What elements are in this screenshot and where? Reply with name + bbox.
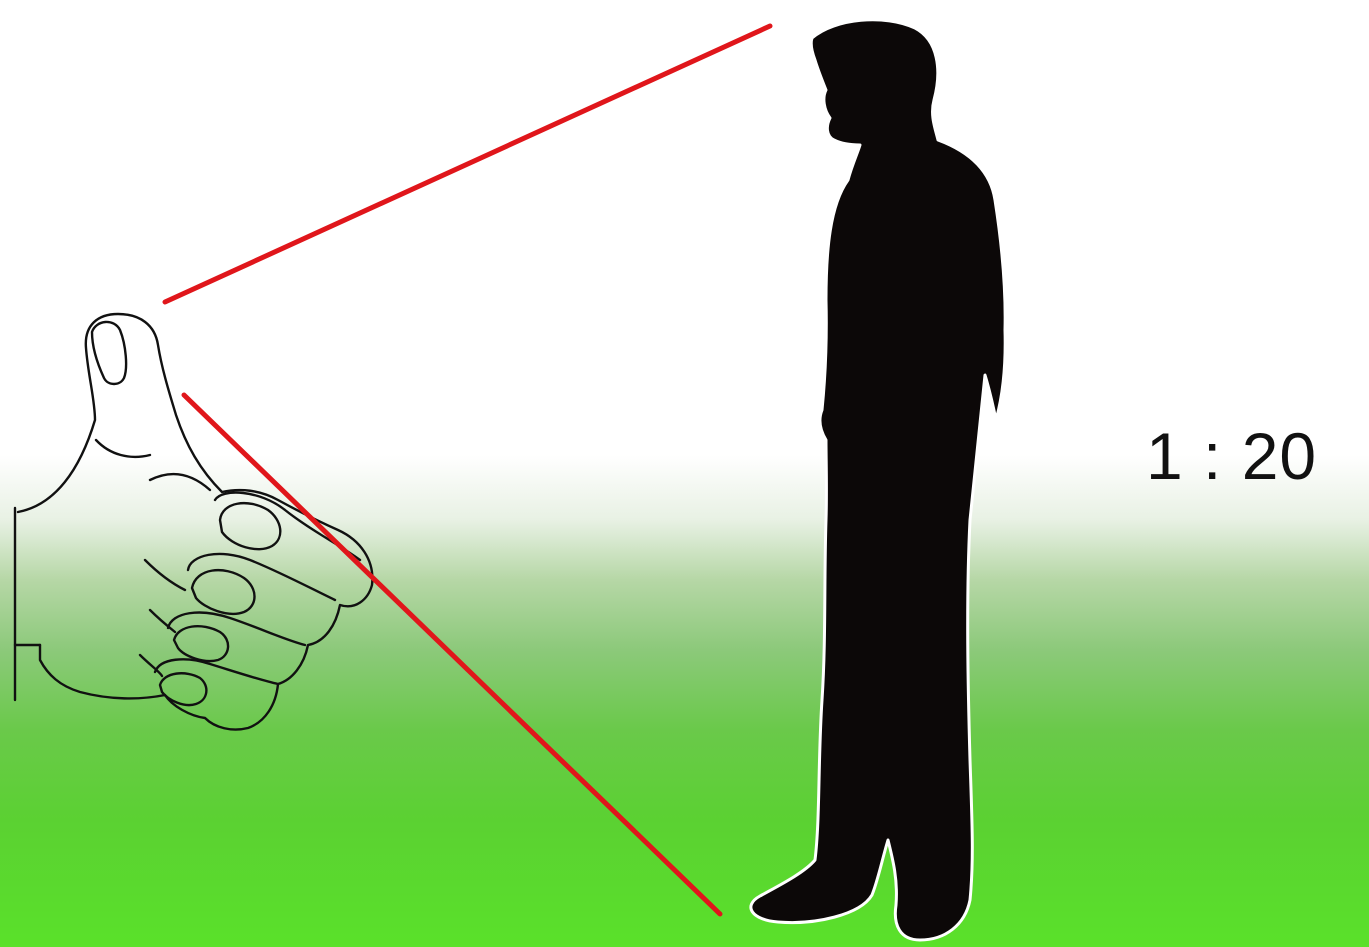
thumb-hand-drawing — [15, 314, 372, 730]
upper-sight-line — [165, 26, 770, 302]
ratio-label: 1 : 20 — [1146, 416, 1317, 496]
finger-2 — [188, 554, 335, 600]
hand-outline — [18, 314, 372, 730]
person-body — [751, 20, 1005, 940]
finger-3-nail — [174, 626, 228, 661]
sight-lines — [165, 26, 770, 914]
lower-sight-line — [184, 395, 720, 914]
finger-4-nail — [160, 673, 206, 705]
finger-1-nail — [220, 503, 280, 549]
person-silhouette — [751, 20, 1005, 940]
palm-crease — [150, 474, 210, 490]
thumb-nail — [92, 322, 126, 384]
finger-3 — [168, 613, 305, 645]
finger-2-nail — [192, 570, 255, 614]
finger-4 — [155, 659, 278, 684]
thumb-crease — [96, 440, 150, 457]
